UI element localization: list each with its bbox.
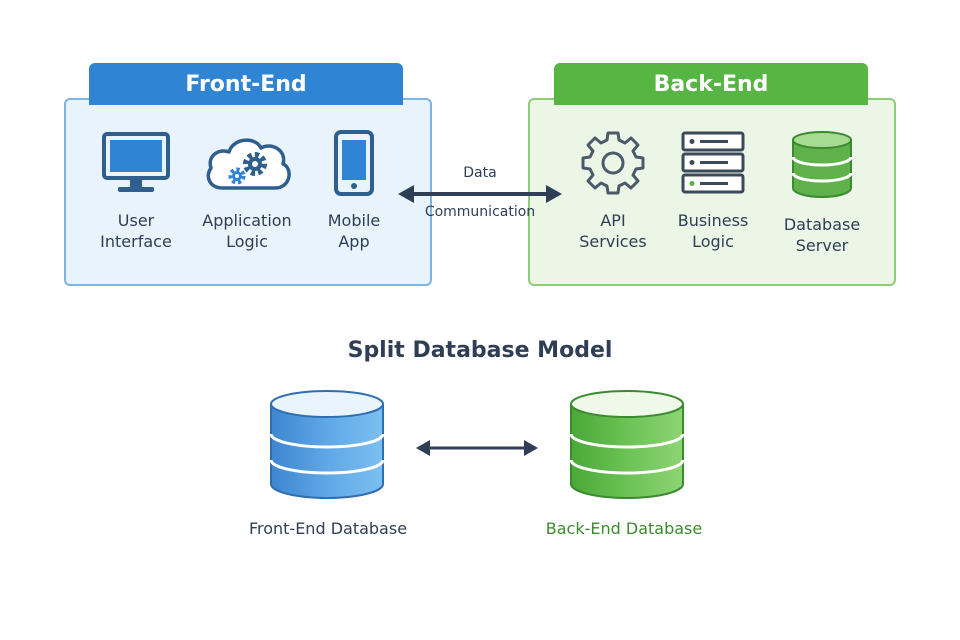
backend-item-label: Database Server [783,215,861,255]
double-arrow-icon [416,440,538,456]
backend-item-label: Business Logic [677,211,749,251]
backend-database-label: Back-End Database [545,519,703,538]
frontend-item-mobile-app: Mobile App [294,130,414,252]
frontend-item-label: Mobile App [327,211,381,251]
gear-icon [581,131,645,195]
server-rack-icon [681,131,745,194]
backend-database-icon [569,390,685,499]
smartphone-icon [334,130,374,196]
monitor-icon [102,132,170,192]
backend-item-database-server: Database Server [762,130,882,256]
double-arrow-icon [398,185,562,203]
frontend-item-application-logic: Application Logic [187,130,307,252]
database-icon [791,131,853,198]
backend-item-api-services: API Services [553,130,673,252]
frontend-header: Front-End [89,63,403,105]
frontend-database-icon [269,390,385,499]
cloud-gears-icon [206,138,291,190]
connector-label-top: Data [463,165,497,181]
frontend-item-label: Application Logic [202,211,292,251]
split-model-title: Split Database Model [347,338,613,363]
backend-item-business-logic: Business Logic [653,130,773,252]
frontend-title: Front-End [185,71,307,97]
frontend-item-label: User Interface [100,211,172,251]
backend-header: Back-End [554,63,868,105]
frontend-database-label: Front-End Database [248,519,408,538]
backend-item-label: API Services [579,211,647,251]
backend-title: Back-End [653,71,769,97]
connector-label-bottom: Communication [424,204,536,220]
frontend-item-user-interface: User Interface [76,130,196,252]
